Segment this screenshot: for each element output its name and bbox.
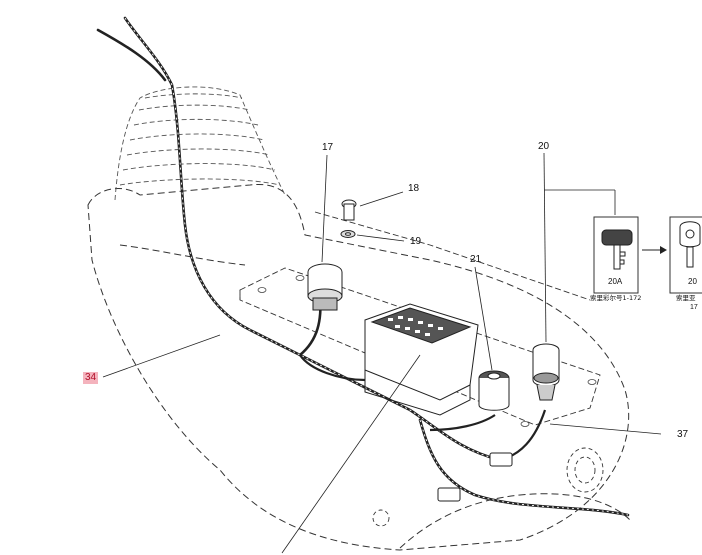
control-module: [364, 303, 479, 416]
harness-connectors: [437, 452, 513, 502]
callout-37: 37: [677, 429, 689, 440]
part-20-key-switch: [532, 343, 560, 401]
key-20b-caption: 索里亚: [676, 294, 696, 302]
key-20a-label: 20A: [608, 277, 623, 286]
key-20b-icon: [679, 221, 701, 268]
pedestal-outline: [87, 184, 631, 551]
panel-holes: [257, 275, 597, 427]
harness-cable-34-twist: [124, 17, 629, 516]
callout-19: 19: [410, 236, 422, 247]
gear-lever-boot: [114, 86, 286, 201]
key-arrow: [642, 246, 667, 254]
leader-lines: [102, 152, 662, 554]
harness-cable-34: [96, 16, 630, 517]
key-20b-sub-label: 17: [690, 304, 698, 311]
callout-20: 20: [538, 141, 550, 152]
part-21-switch: [478, 370, 510, 411]
key-20a-icon: [601, 229, 633, 270]
console-panel: [239, 211, 601, 426]
pedestal-rings: [372, 447, 604, 527]
callout-21: 21: [470, 254, 482, 265]
callout-34: 34: [83, 372, 99, 384]
key-20a-caption: 索里彩尔号1-172: [590, 294, 642, 302]
callout-17: 17: [322, 142, 334, 153]
callout-18: 18: [408, 183, 420, 194]
part-18-bolt: [341, 199, 357, 221]
part-19-washer: [340, 230, 356, 238]
part-17-socket: [307, 263, 343, 311]
key-20b-label: 20: [688, 277, 697, 286]
